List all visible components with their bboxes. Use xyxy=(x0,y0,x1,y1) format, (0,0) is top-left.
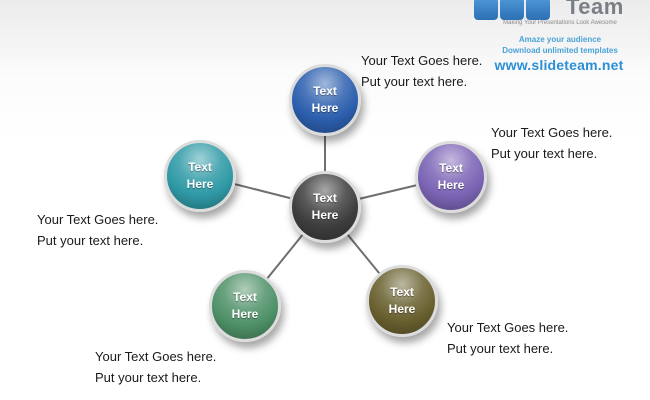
logo-tagline: Making Your Presentations Look Awesome xyxy=(503,20,617,26)
slideteam-logo[interactable]: Team Making Your Presentations Look Awes… xyxy=(466,0,650,80)
node-top-label: Text Here xyxy=(311,84,339,115)
callout-top-line2: Put your text here. xyxy=(361,74,468,89)
callout-left-line1: Your Text Goes here. xyxy=(37,212,159,227)
people-icon xyxy=(472,0,556,20)
callout-right: Your Text Goes here. Put your text here. xyxy=(491,122,612,164)
node-left: Text Here xyxy=(164,140,236,212)
callout-right-line1: Your Text Goes here. xyxy=(491,125,613,140)
callout-left-line2: Put your text here. xyxy=(37,233,144,248)
callout-right-line2: Put your text here. xyxy=(491,146,598,161)
node-left-label: Text Here xyxy=(186,160,214,191)
node-center-label: Text Here xyxy=(311,191,339,222)
node-bottom-left-label: Text Here xyxy=(231,290,259,321)
callout-bottom-left-line2: Put your text here. xyxy=(95,370,202,385)
node-bottom-right-label: Text Here xyxy=(388,285,416,316)
callout-left: Your Text Goes here. Put your text here. xyxy=(37,209,158,251)
node-right: Text Here xyxy=(415,141,487,213)
logo-url-link[interactable]: www.slideteam.net xyxy=(494,57,624,73)
node-right-label: Text Here xyxy=(437,161,465,192)
callout-bottom-right-line2: Put your text here. xyxy=(447,341,554,356)
logo-promo-line1: Amaze your audience xyxy=(518,35,602,44)
callout-top-line1: Your Text Goes here. xyxy=(361,53,483,68)
node-bottom-left: Text Here xyxy=(209,270,281,342)
callout-top: Your Text Goes here. Put your text here. xyxy=(361,50,482,92)
logo-brand: Team xyxy=(566,0,624,19)
callout-bottom-left-line1: Your Text Goes here. xyxy=(95,349,217,364)
callout-bottom-right-line1: Your Text Goes here. xyxy=(447,320,569,335)
node-top: Text Here xyxy=(289,64,361,136)
node-bottom-right: Text Here xyxy=(366,265,438,337)
callout-bottom-left: Your Text Goes here. Put your text here. xyxy=(95,346,216,388)
callout-bottom-right: Your Text Goes here. Put your text here. xyxy=(447,317,568,359)
node-center: Text Here xyxy=(289,171,361,243)
logo-promo-line2: Download unlimited templates xyxy=(502,46,618,55)
